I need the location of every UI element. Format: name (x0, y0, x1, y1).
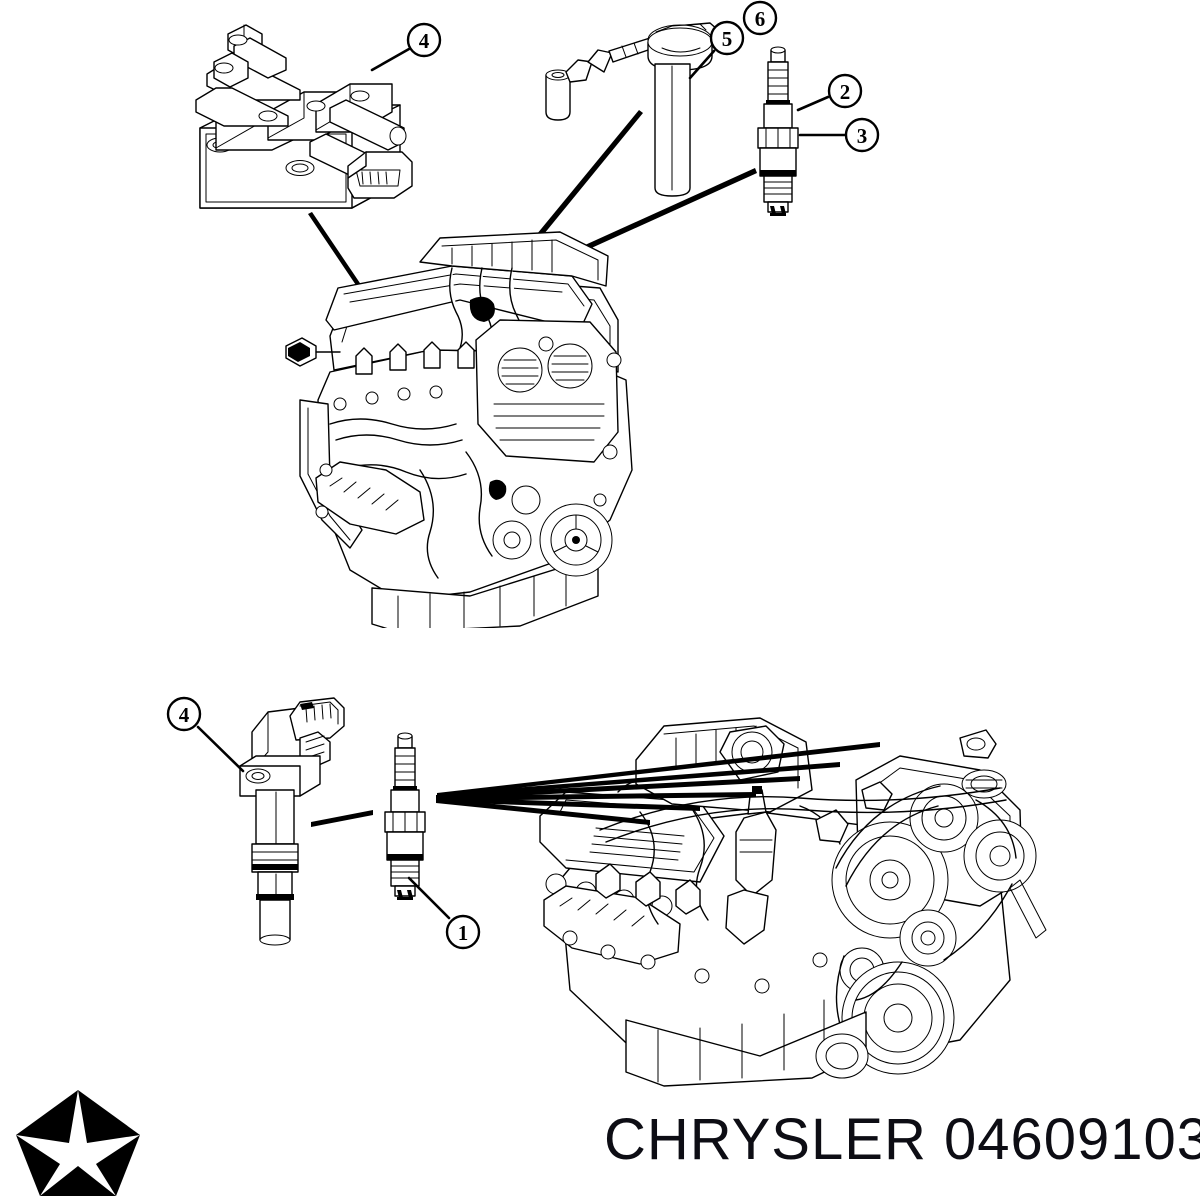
callout-2[interactable]: 2 (827, 73, 863, 109)
callout-number: 4 (179, 703, 190, 727)
leader-line-callout-5 (688, 49, 716, 80)
callout-number: 3 (857, 124, 868, 148)
callout-5[interactable]: 5 (709, 20, 745, 56)
coil-plug-link-line (311, 810, 373, 827)
leader-line-coil-to-engine (308, 212, 370, 300)
leader-line-plug-to-engine (585, 168, 757, 250)
leader-line-callout-4-top (370, 47, 411, 72)
engine-inline-illustration (285, 231, 633, 628)
callout-number: 5 (722, 27, 733, 51)
engine-v6-illustration (539, 717, 1047, 1087)
spark-plug-top-illustration (585, 46, 847, 250)
chrysler-pentastar-logo (16, 1090, 140, 1196)
callout-4-bottom[interactable]: 4 (166, 696, 202, 732)
leader-line-callout-2 (796, 95, 830, 112)
spark-plug-bottom-illustration (311, 732, 451, 920)
callout-number: 4 (419, 29, 430, 53)
callout-number: 2 (840, 80, 851, 104)
ignition-coil-pack-illustration (195, 24, 413, 300)
leader-line-callout-4-bottom (196, 725, 245, 773)
callout-number: 1 (458, 921, 469, 945)
callout-3[interactable]: 3 (844, 117, 880, 153)
footer-brand-part-number: CHRYSLER 04609103 (604, 1107, 1200, 1172)
callout-4-top[interactable]: 4 (406, 22, 442, 58)
callout-group: 4 5 6 2 3 4 1 (166, 0, 880, 950)
pencil-coil-illustration (196, 697, 345, 946)
callout-number: 6 (755, 7, 766, 31)
leader-line-callout-1 (407, 876, 451, 920)
callout-1[interactable]: 1 (445, 914, 481, 950)
callout-6[interactable]: 6 (742, 0, 778, 36)
leader-lines-fanout (436, 742, 880, 825)
